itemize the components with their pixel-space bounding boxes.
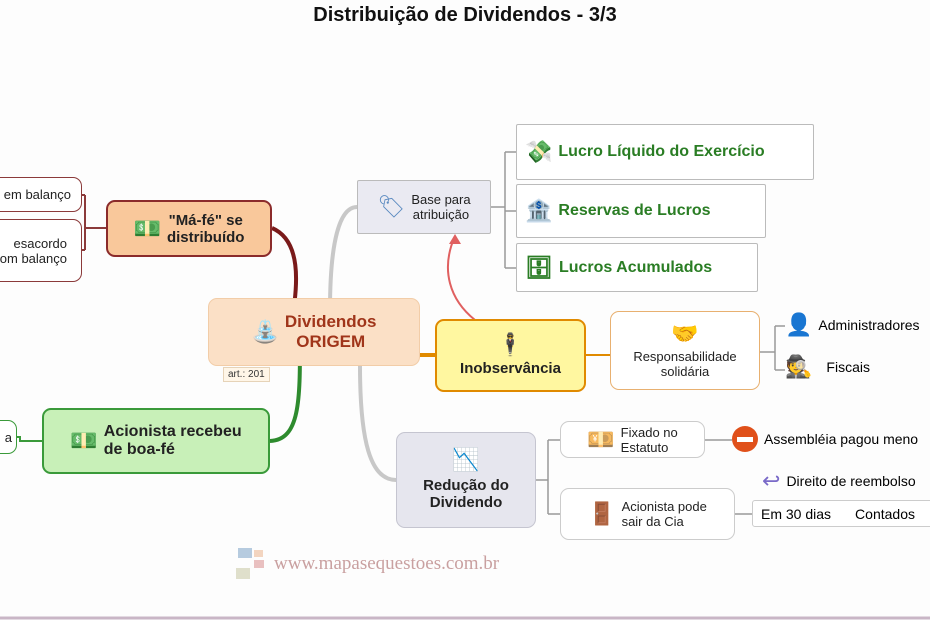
node-label: om balanço <box>0 250 67 266</box>
mindmap-logo-icon <box>236 548 268 580</box>
node-label: ORIGEM <box>296 332 366 351</box>
watermark: www.mapasequestoes.com.br <box>236 548 499 580</box>
return-arrow-icon: ↩ <box>762 468 781 493</box>
node-label: Reservas de Lucros <box>558 202 711 219</box>
page-title: Distribuição de Dividendos - 3/3 <box>313 4 617 26</box>
reservas-node[interactable]: 🏦 Reservas de Lucros <box>516 184 766 238</box>
angel-money-icon: 💵 <box>70 428 98 453</box>
node-label: Base para <box>411 192 471 207</box>
node-label: Redução do <box>423 477 509 494</box>
chart-down-icon: 📉 <box>452 447 480 472</box>
inobservancia-node[interactable]: 🕴 Inobservância <box>435 319 586 392</box>
handshake-icon: 🤝 <box>671 320 699 346</box>
node-label: Inobservância <box>460 360 561 377</box>
reembolso-node[interactable]: ↩ Direito de reembolso <box>762 470 916 492</box>
node-label: Administradores <box>818 317 920 333</box>
node-label: Contados <box>855 505 915 522</box>
node-label: Responsabilidade <box>633 348 737 364</box>
node-label: Fixado no <box>620 424 678 440</box>
node-label: Fiscais <box>826 359 870 375</box>
evil-money-icon: 💵 <box>133 215 161 241</box>
inspector-icon: 🕵 <box>785 354 813 379</box>
door-exit-icon: 🚪 <box>588 501 616 526</box>
administradores-node[interactable]: 👤 Administradores <box>785 314 920 336</box>
node-label: Assembléia pagou meno <box>764 431 919 447</box>
vault-icon: 🗄 <box>525 254 553 280</box>
no-entry-icon <box>732 426 758 452</box>
reducao-node[interactable]: 📉 Redução do Dividendo <box>396 432 536 528</box>
node-label: de boa-fé <box>103 441 175 458</box>
boa-fe-child[interactable]: a <box>0 420 17 454</box>
node-label: solidária <box>660 363 710 379</box>
node-label: Dividendos <box>284 312 377 331</box>
node-label: Direito de reembolso <box>786 473 916 489</box>
ma-fe-child-1[interactable]: em balanço <box>0 177 82 212</box>
node-label: Lucro Líquido do Exercício <box>558 143 765 160</box>
safe-icon: 🏦 <box>525 198 553 223</box>
lucros-acumulados-node[interactable]: 🗄 Lucros Acumulados <box>516 243 758 292</box>
node-label: "Má-fé" se <box>168 211 243 229</box>
node-label: atribuição <box>412 207 470 222</box>
node-label: Estatuto <box>620 439 669 455</box>
node-label: distribuído <box>166 228 245 246</box>
node-label: Em 30 dias <box>761 505 832 522</box>
node-label: a <box>4 429 12 445</box>
fiscais-node[interactable]: 🕵 Fiscais <box>785 356 870 378</box>
money-people-icon: 💸 <box>525 139 553 164</box>
assembleia-node[interactable]: Assembléia pagou meno <box>732 426 918 452</box>
manager-icon: 👤 <box>785 312 813 337</box>
node-label: Lucros Acumulados <box>558 258 713 276</box>
prazo-node[interactable]: Em 30 dias Contados <box>752 500 930 527</box>
node-label: sair da Cia <box>621 514 684 529</box>
node-label: Dividendo <box>429 494 503 511</box>
banknote-icon: 💴 <box>587 426 615 452</box>
responsabilidade-node[interactable]: 🤝 Responsabilidade solidária <box>610 311 760 390</box>
fountain-icon: ⛲ <box>251 319 279 344</box>
person-icon: 🕴 <box>496 332 525 357</box>
article-note: art.: 201 <box>223 367 270 382</box>
watermark-text: www.mapasequestoes.com.br <box>274 553 500 574</box>
node-label: Acionista pode <box>621 499 707 514</box>
node-label: Acionista recebeu <box>103 423 242 440</box>
lucro-liquido-node[interactable]: 💸 Lucro Líquido do Exercício <box>516 124 814 180</box>
price-tag-icon: 🏷 <box>377 194 406 219</box>
node-label: esacordo <box>13 235 67 251</box>
node-label: em balanço <box>3 187 71 202</box>
